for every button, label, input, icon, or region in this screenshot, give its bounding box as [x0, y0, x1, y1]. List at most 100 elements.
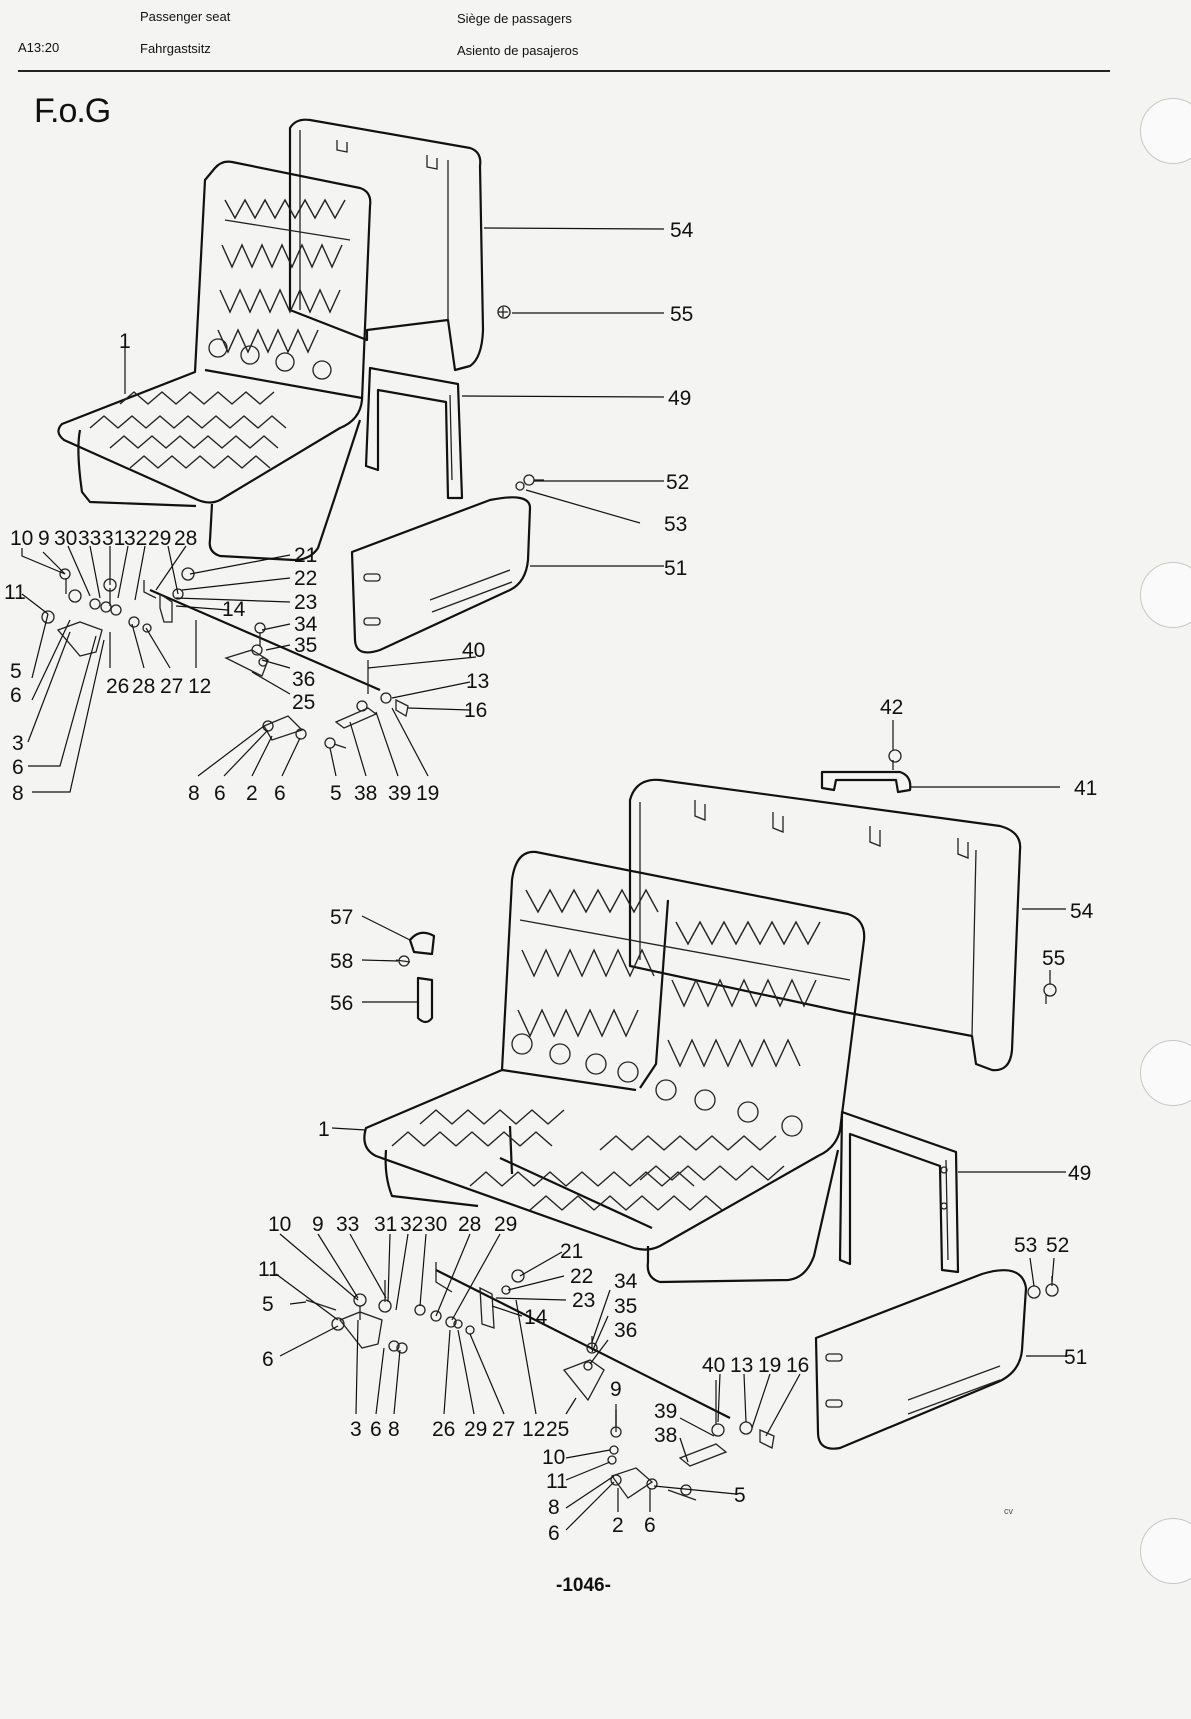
callout-14: 14: [524, 1306, 548, 1329]
binder-hole: [1140, 98, 1191, 164]
callout-1: 1: [318, 1118, 330, 1141]
callout-31: 31: [374, 1213, 397, 1236]
callout-41: 41: [1074, 777, 1097, 800]
callout-19: 19: [416, 782, 439, 805]
callouts-double: 42 41 54 55 57 58 56 1 49 10 9 33 31 32 …: [258, 696, 1097, 1545]
callout-6: 6: [548, 1522, 560, 1545]
callout-10: 10: [542, 1446, 565, 1469]
callout-54: 54: [1070, 900, 1094, 923]
callout-11: 11: [4, 581, 26, 604]
callout-9: 9: [610, 1378, 622, 1401]
callout-53: 53: [1014, 1234, 1037, 1257]
callout-3: 3: [12, 732, 24, 755]
callout-30: 30: [54, 527, 77, 550]
callout-39: 39: [388, 782, 411, 805]
callout-39: 39: [654, 1400, 677, 1423]
callout-40: 40: [462, 639, 485, 662]
callout-35: 35: [614, 1295, 637, 1318]
callout-33: 33: [336, 1213, 359, 1236]
double-side-trim-cover: [814, 1269, 1028, 1450]
side-bracket: [364, 366, 464, 500]
callout-1: 1: [119, 330, 131, 353]
grab-handle: [820, 770, 912, 794]
double-seat-frame: [363, 850, 866, 1251]
callout-19: 19: [758, 1354, 781, 1377]
callout-23: 23: [294, 591, 317, 614]
callout-54: 54: [670, 219, 694, 242]
callout-9: 9: [312, 1213, 324, 1236]
callout-6: 6: [214, 782, 226, 805]
double-back-cover-panel: [628, 778, 1022, 1072]
callout-8: 8: [188, 782, 200, 805]
callout-28: 28: [174, 527, 197, 550]
back-cover-panel: [288, 118, 485, 372]
callout-10: 10: [268, 1213, 291, 1236]
callout-30: 30: [424, 1213, 447, 1236]
callout-51: 51: [664, 557, 687, 580]
callout-28: 28: [132, 675, 155, 698]
callout-25: 25: [546, 1418, 569, 1441]
callout-40: 40: [702, 1354, 725, 1377]
title-spanish: Asiento de pasajeros: [457, 43, 579, 58]
callout-21: 21: [294, 544, 317, 567]
callout-31: 31: [102, 527, 125, 550]
callout-58: 58: [330, 950, 353, 973]
callout-3: 3: [350, 1418, 362, 1441]
double-seat-assembly: [305, 749, 1059, 1501]
double-adjust-rod: [435, 1269, 731, 1419]
side-trim-cover: [350, 496, 532, 654]
callout-23: 23: [572, 1289, 595, 1312]
header-rule: [18, 70, 1110, 72]
callout-34: 34: [294, 613, 318, 636]
title-english: Passenger seat: [140, 9, 231, 24]
callout-11: 11: [258, 1258, 280, 1281]
adjust-rod: [149, 588, 381, 692]
callout-29: 29: [148, 527, 171, 550]
doc-code: A13:20: [18, 40, 60, 55]
callout-22: 22: [294, 567, 317, 590]
title-german: Fahrgastsitz: [140, 41, 211, 56]
callout-21: 21: [560, 1240, 583, 1263]
callout-2: 2: [612, 1514, 624, 1537]
callout-57: 57: [330, 906, 353, 929]
callout-12: 12: [522, 1418, 545, 1441]
callout-32: 32: [400, 1213, 423, 1236]
callout-6: 6: [274, 782, 286, 805]
callout-10: 10: [10, 527, 33, 550]
callout-32: 32: [124, 527, 147, 550]
callout-16: 16: [786, 1354, 809, 1377]
callout-13: 13: [730, 1354, 753, 1377]
callout-6: 6: [10, 684, 22, 707]
callout-55: 55: [670, 303, 693, 326]
callout-42: 42: [880, 696, 903, 719]
callout-36: 36: [292, 668, 315, 691]
callout-55: 55: [1042, 947, 1065, 970]
callout-14: 14: [222, 598, 246, 621]
seat-frame: [57, 160, 372, 504]
callout-2: 2: [246, 782, 258, 805]
callout-56: 56: [330, 992, 353, 1015]
callout-49: 49: [668, 387, 691, 410]
variant-label: F.o.G: [34, 92, 111, 130]
callout-52: 52: [1046, 1234, 1069, 1257]
callout-51: 51: [1064, 1346, 1087, 1369]
callout-52: 52: [666, 471, 689, 494]
callout-29: 29: [494, 1213, 517, 1236]
binder-hole: [1140, 1518, 1191, 1584]
single-seat-assembly: [41, 118, 544, 749]
callout-27: 27: [492, 1418, 515, 1441]
callout-38: 38: [354, 782, 377, 805]
callout-34: 34: [614, 1270, 638, 1293]
callout-27: 27: [160, 675, 183, 698]
callout-28: 28: [458, 1213, 481, 1236]
callout-26: 26: [106, 675, 129, 698]
callout-8: 8: [388, 1418, 400, 1441]
callout-12: 12: [188, 675, 211, 698]
callout-33: 33: [78, 527, 101, 550]
callout-9: 9: [38, 527, 50, 550]
callout-26: 26: [432, 1418, 455, 1441]
callout-5: 5: [262, 1293, 274, 1316]
callout-35: 35: [294, 634, 317, 657]
callout-5: 5: [330, 782, 342, 805]
